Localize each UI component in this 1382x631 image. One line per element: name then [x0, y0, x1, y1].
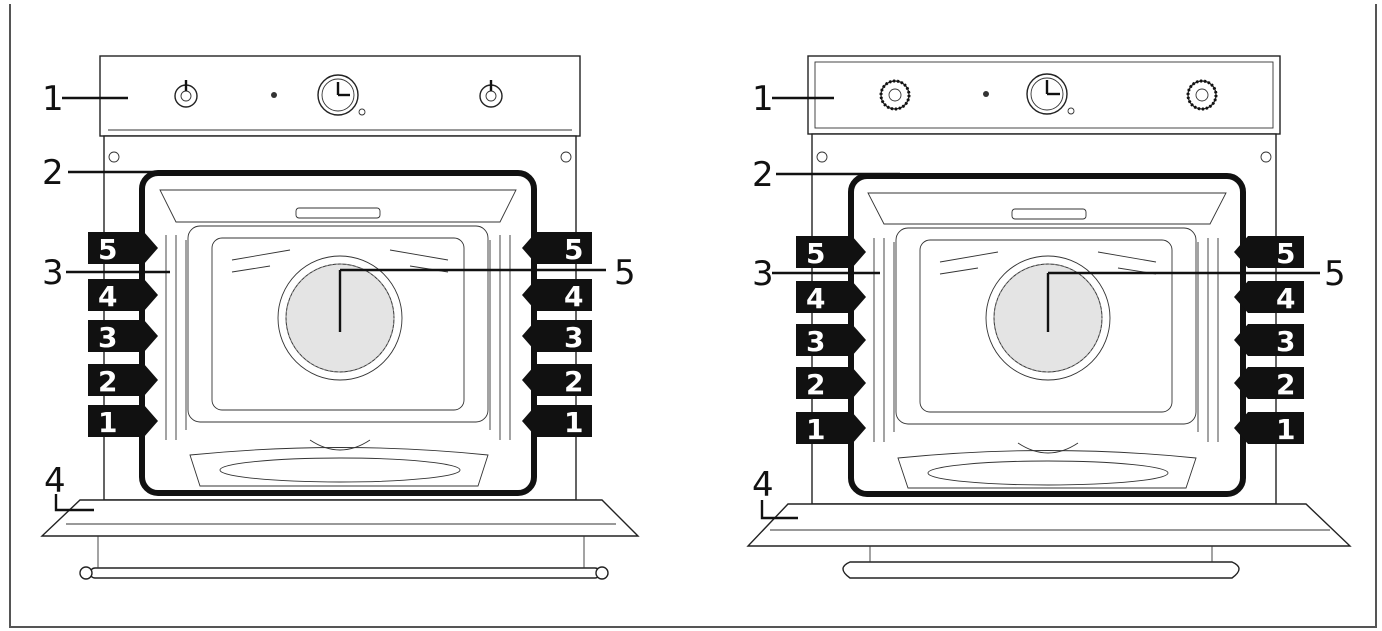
right-knob-icon [479, 80, 503, 108]
svg-text:4: 4 [98, 280, 117, 313]
right-oven-callouts: 1 2 3 4 5 [752, 79, 1346, 505]
callout-2: 2 [42, 153, 64, 193]
svg-text:2: 2 [806, 368, 825, 401]
svg-text:3: 3 [564, 321, 583, 354]
left-knob-icon [879, 79, 911, 111]
shelf-badge: 1 [796, 412, 866, 446]
shelf-badge: 5 [88, 232, 158, 266]
shelf-badge: 1 [522, 405, 592, 439]
callout-2: 2 [752, 155, 774, 195]
callout-5: 5 [1324, 254, 1346, 294]
door-handle [89, 567, 601, 579]
indicator-light-icon [983, 91, 989, 97]
svg-text:4: 4 [564, 280, 583, 313]
left-knob-icon [174, 80, 198, 108]
shelf-badge: 1 [1234, 412, 1304, 446]
right-oven-shelf-badges-left: 5 4 3 2 1 [796, 236, 866, 446]
shelf-badge: 4 [796, 281, 866, 315]
callout-4: 4 [752, 465, 774, 505]
callout-3: 3 [42, 253, 64, 293]
shelf-badge: 5 [1234, 236, 1304, 270]
left-oven-shelf-badges-right: 5 4 3 2 1 [522, 232, 592, 439]
side-rack-left [165, 235, 187, 440]
shelf-badge: 4 [88, 279, 158, 313]
left-oven-callouts: 1 2 3 4 5 [42, 79, 636, 501]
shelf-badge: 5 [796, 236, 866, 270]
shelf-badge: 2 [522, 364, 592, 398]
svg-text:2: 2 [98, 365, 117, 398]
shelf-badge: 2 [1234, 367, 1304, 401]
callout-5: 5 [614, 253, 636, 293]
right-oven-shelf-badges-right: 5 4 3 2 1 [1234, 236, 1304, 446]
svg-text:5: 5 [806, 237, 825, 270]
oven-door [40, 499, 640, 537]
svg-text:2: 2 [1276, 368, 1295, 401]
svg-text:1: 1 [806, 413, 825, 446]
door-handle [842, 561, 1240, 579]
indicator-light-icon [271, 92, 277, 98]
shelf-badge: 5 [522, 232, 592, 266]
callout-lines [54, 96, 1320, 520]
svg-text:1: 1 [1276, 413, 1295, 446]
svg-text:3: 3 [806, 325, 825, 358]
svg-text:5: 5 [1276, 237, 1295, 270]
clock-icon [317, 74, 366, 116]
shelf-badge: 4 [1234, 281, 1304, 315]
shelf-badge: 1 [88, 405, 158, 439]
shelf-badge: 4 [522, 279, 592, 313]
svg-text:3: 3 [1276, 325, 1295, 358]
shelf-badge: 3 [1234, 324, 1304, 358]
svg-text:4: 4 [806, 282, 825, 315]
shelf-badge: 3 [88, 320, 158, 354]
callout-4: 4 [44, 461, 66, 501]
callout-1: 1 [752, 79, 774, 119]
svg-text:1: 1 [98, 406, 117, 439]
oven-door [746, 503, 1352, 547]
svg-text:4: 4 [1276, 282, 1295, 315]
shelf-badge: 2 [796, 367, 866, 401]
callout-1: 1 [42, 79, 64, 119]
left-oven-shelf-badges-left: 5 4 3 2 1 [88, 232, 158, 439]
clock-icon [1026, 73, 1075, 115]
shelf-badge: 3 [522, 320, 592, 354]
svg-text:2: 2 [564, 365, 583, 398]
callout-3: 3 [752, 254, 774, 294]
shelf-badge: 2 [88, 364, 158, 398]
svg-text:5: 5 [98, 233, 117, 266]
svg-text:1: 1 [564, 406, 583, 439]
right-oven [746, 55, 1352, 579]
svg-text:3: 3 [98, 321, 117, 354]
right-knob-icon [1186, 79, 1218, 111]
shelf-badge: 3 [796, 324, 866, 358]
svg-text:5: 5 [564, 233, 583, 266]
